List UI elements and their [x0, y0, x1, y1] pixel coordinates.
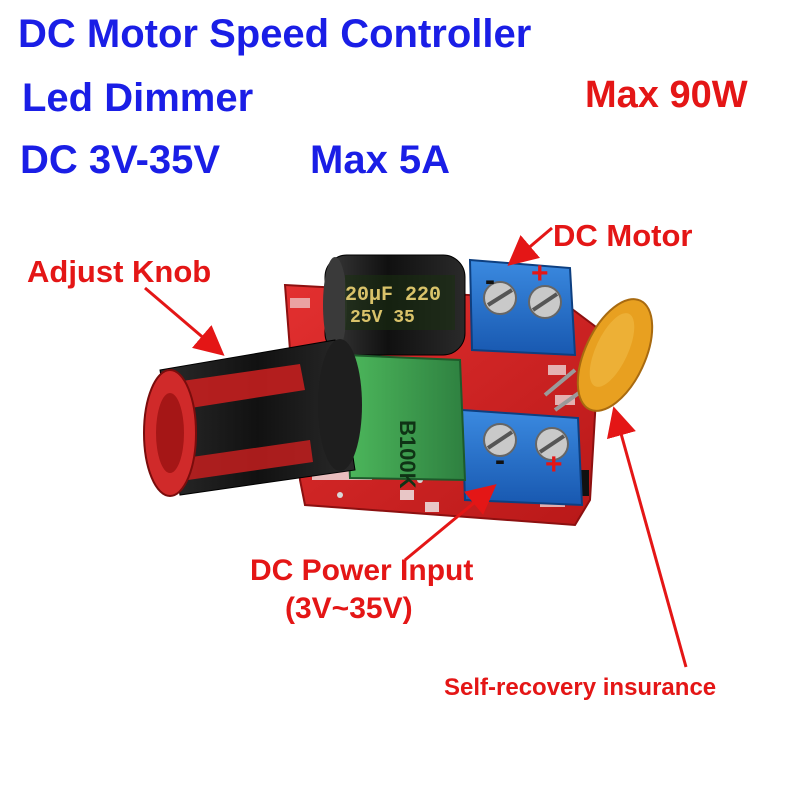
- callout-power-range: (3V~35V): [285, 592, 413, 625]
- potentiometer: B100K: [343, 353, 467, 489]
- title-max-power: Max 90W: [585, 74, 748, 116]
- resettable-fuse: [543, 298, 654, 412]
- title-line-current: Max 5A: [310, 138, 451, 182]
- svg-text:+: +: [531, 257, 549, 290]
- callout-adjust-knob: Adjust Knob: [27, 254, 212, 289]
- title-line-dimmer: Led Dimmer: [22, 76, 254, 120]
- title-line-product: DC Motor Speed Controller: [18, 12, 532, 56]
- svg-text:20μF 220: 20μF 220: [345, 284, 441, 307]
- title-line-voltage: DC 3V-35V: [20, 138, 221, 182]
- svg-text:B100K: B100K: [395, 420, 420, 489]
- motor-terminal-block: - +: [468, 257, 577, 357]
- callout-arrows: [144, 226, 688, 668]
- svg-text:25V 35: 25V 35: [350, 308, 415, 328]
- motor-arrow: [507, 226, 553, 266]
- callout-dc-motor: DC Motor: [553, 218, 693, 253]
- svg-text:+: +: [545, 448, 563, 481]
- adjust-knob: [143, 339, 362, 497]
- knob-arrow: [144, 286, 225, 356]
- callout-self-recovery-fuse: Self-recovery insurance: [444, 674, 717, 701]
- svg-text:-: -: [485, 264, 495, 297]
- fuse-arrow: [606, 406, 688, 668]
- power-arrow: [404, 484, 497, 562]
- svg-text:-: -: [495, 444, 505, 477]
- power-terminal-block: - +: [460, 408, 584, 507]
- capacitor: 20μF 220 25V 35: [323, 254, 466, 356]
- callout-dc-power-input: DC Power Input: [250, 554, 474, 587]
